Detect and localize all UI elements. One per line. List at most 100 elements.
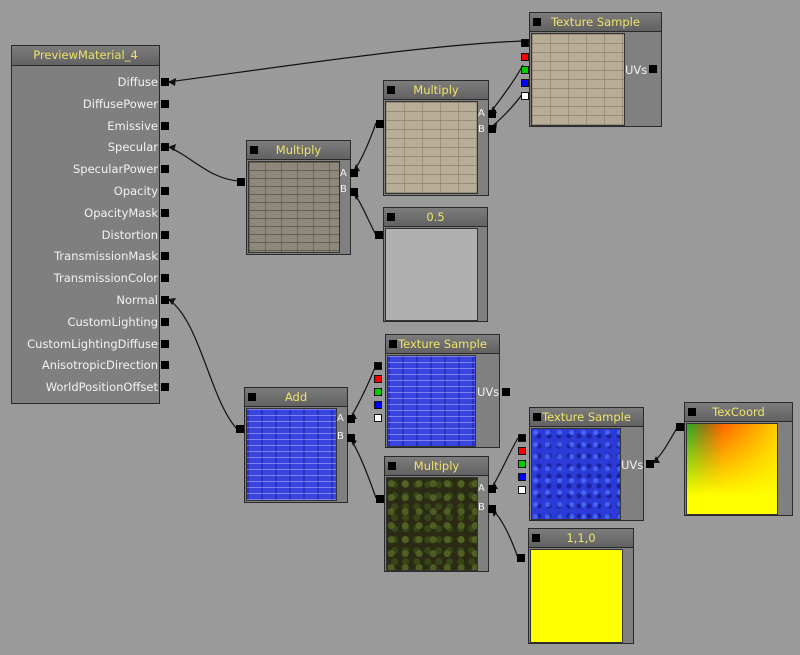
texture-sample-top-pin-rgb[interactable] bbox=[521, 39, 529, 47]
material-input-row[interactable]: DiffusePower bbox=[12, 95, 159, 116]
material-input-row[interactable]: CustomLightingDiffuse bbox=[12, 335, 159, 356]
add-label-a: A bbox=[337, 413, 344, 424]
material-input-row[interactable]: Specular bbox=[12, 138, 159, 159]
add-pin-b[interactable] bbox=[347, 434, 355, 442]
material-input-pin[interactable] bbox=[161, 99, 169, 108]
texcoord-node[interactable]: TexCoord bbox=[684, 402, 793, 516]
material-input-pin[interactable] bbox=[161, 187, 169, 195]
multiply-low-header[interactable]: Multiply bbox=[384, 456, 489, 476]
constant-vector-output-pin[interactable] bbox=[532, 534, 540, 542]
constant-half-input-pin[interactable] bbox=[375, 231, 383, 239]
material-input-row[interactable]: TransmissionMask bbox=[12, 247, 159, 268]
constant-vector-node[interactable]: 1,1,0 bbox=[528, 528, 634, 644]
multiply-mid-output-pin[interactable] bbox=[250, 146, 258, 154]
texture-sample-low-pin-r[interactable] bbox=[518, 447, 526, 455]
material-input-row[interactable]: SpecularPower bbox=[12, 160, 159, 181]
material-input-pin[interactable] bbox=[161, 296, 169, 304]
texture-sample-mid-pin-rgb[interactable] bbox=[374, 362, 382, 370]
multiply-node-mid[interactable]: Multiply A B bbox=[246, 140, 351, 255]
multiply-mid-pin-b[interactable] bbox=[350, 188, 358, 196]
multiply-mid-pin-a[interactable] bbox=[350, 169, 358, 177]
texture-sample-low-pin-b[interactable] bbox=[518, 473, 526, 481]
multiply-top-input-pin-top[interactable] bbox=[376, 120, 384, 128]
material-input-pin[interactable] bbox=[161, 230, 169, 239]
texture-sample-low-output-pin[interactable] bbox=[533, 413, 541, 421]
add-output-pin[interactable] bbox=[248, 393, 256, 401]
material-input-row[interactable]: CustomLighting bbox=[12, 313, 159, 334]
constant-half-output-pin[interactable] bbox=[387, 213, 395, 221]
material-node-header[interactable]: PreviewMaterial_4 bbox=[11, 45, 160, 66]
texture-sample-node-top[interactable]: Texture Sample UVs bbox=[529, 12, 662, 127]
add-pin-a[interactable] bbox=[347, 415, 355, 423]
material-input-pin[interactable] bbox=[161, 274, 169, 283]
material-input-pin[interactable] bbox=[161, 339, 169, 348]
material-input-pin[interactable] bbox=[161, 143, 169, 152]
multiply-node-low[interactable]: Multiply A B bbox=[384, 456, 489, 572]
texture-sample-mid-pin-g[interactable] bbox=[374, 388, 382, 396]
texcoord-input-pin[interactable] bbox=[676, 423, 684, 431]
texture-sample-top-header[interactable]: Texture Sample bbox=[529, 12, 662, 32]
add-header[interactable]: Add bbox=[244, 387, 348, 407]
material-input-row[interactable]: Diffuse bbox=[12, 73, 159, 94]
texture-sample-top-pin-g[interactable] bbox=[521, 66, 529, 74]
add-node[interactable]: Add A B bbox=[244, 387, 348, 503]
constant-vector-input-pin[interactable] bbox=[517, 554, 525, 562]
multiply-top-header[interactable]: Multiply bbox=[383, 80, 489, 100]
material-input-pin[interactable] bbox=[161, 121, 169, 130]
material-input-row[interactable]: AnisotropicDirection bbox=[12, 356, 159, 377]
texture-sample-node-low[interactable]: Texture Sample UVs bbox=[529, 407, 644, 521]
material-input-pin[interactable] bbox=[161, 383, 169, 392]
constant-vector-header[interactable]: 1,1,0 bbox=[528, 528, 634, 548]
texture-sample-mid-pin-a[interactable] bbox=[374, 414, 382, 422]
texture-sample-mid-uvs-pin[interactable] bbox=[502, 388, 510, 396]
multiply-top-pin-b[interactable] bbox=[488, 125, 496, 133]
material-input-pin[interactable] bbox=[161, 78, 169, 86]
material-input-pin[interactable] bbox=[161, 317, 169, 326]
material-input-pin[interactable] bbox=[161, 252, 169, 261]
multiply-low-pin-a[interactable] bbox=[488, 485, 496, 493]
material-input-pin[interactable] bbox=[161, 208, 169, 217]
multiply-top-output-pin[interactable] bbox=[387, 86, 395, 94]
texture-sample-low-pin-rgb[interactable] bbox=[518, 434, 526, 442]
material-input-row[interactable]: Distortion bbox=[12, 226, 159, 247]
texture-sample-mid-output-pin[interactable] bbox=[389, 340, 397, 348]
multiply-low-pin-b[interactable] bbox=[488, 505, 496, 513]
texcoord-header[interactable]: TexCoord bbox=[684, 402, 793, 422]
texture-sample-low-pin-a[interactable] bbox=[518, 486, 526, 494]
multiply-mid-input-pin[interactable] bbox=[237, 178, 245, 186]
wire-const-vec-to-multiply-low-b bbox=[490, 508, 519, 559]
texture-sample-top-pin-b[interactable] bbox=[521, 79, 529, 87]
texture-sample-top-pin-a[interactable] bbox=[521, 92, 529, 100]
texture-sample-top-uvs-pin[interactable] bbox=[649, 65, 657, 73]
multiply-low-output-pin[interactable] bbox=[388, 462, 396, 470]
texture-sample-low-uvs-pin[interactable] bbox=[646, 460, 654, 468]
material-input-row[interactable]: OpacityMask bbox=[12, 204, 159, 225]
add-preview bbox=[246, 408, 337, 501]
texture-sample-mid-pin-b[interactable] bbox=[374, 401, 382, 409]
texcoord-output-pin[interactable] bbox=[688, 408, 696, 416]
add-input-pin[interactable] bbox=[236, 425, 244, 433]
multiply-low-input-pin[interactable] bbox=[376, 495, 384, 503]
material-input-row[interactable]: WorldPositionOffset bbox=[12, 378, 159, 399]
multiply-mid-header[interactable]: Multiply bbox=[246, 140, 351, 160]
texture-sample-low-pin-g[interactable] bbox=[518, 460, 526, 468]
texture-sample-top-pin-r[interactable] bbox=[521, 53, 529, 61]
material-input-pin[interactable] bbox=[161, 165, 169, 174]
material-input-row[interactable]: Normal bbox=[12, 291, 159, 312]
constant-half-header[interactable]: 0.5 bbox=[383, 207, 488, 227]
texture-sample-mid-pin-r[interactable] bbox=[374, 375, 382, 383]
material-input-row[interactable]: Emissive bbox=[12, 117, 159, 138]
material-input-pin[interactable] bbox=[161, 361, 169, 370]
texture-sample-top-output-pin[interactable] bbox=[533, 18, 541, 26]
texture-sample-node-mid[interactable]: Texture Sample UVs bbox=[385, 334, 500, 448]
texture-sample-low-header[interactable]: Texture Sample bbox=[529, 407, 644, 427]
material-input-row[interactable]: TransmissionColor bbox=[12, 269, 159, 290]
material-input-label: DiffusePower bbox=[82, 96, 158, 111]
multiply-top-pin-a[interactable] bbox=[488, 110, 496, 118]
add-body: A B bbox=[244, 407, 348, 503]
constant-half-node[interactable]: 0.5 bbox=[383, 207, 488, 322]
texture-sample-mid-header[interactable]: Texture Sample bbox=[385, 334, 500, 354]
material-input-row[interactable]: Opacity bbox=[12, 182, 159, 203]
multiply-node-top[interactable]: Multiply A B bbox=[383, 80, 489, 196]
